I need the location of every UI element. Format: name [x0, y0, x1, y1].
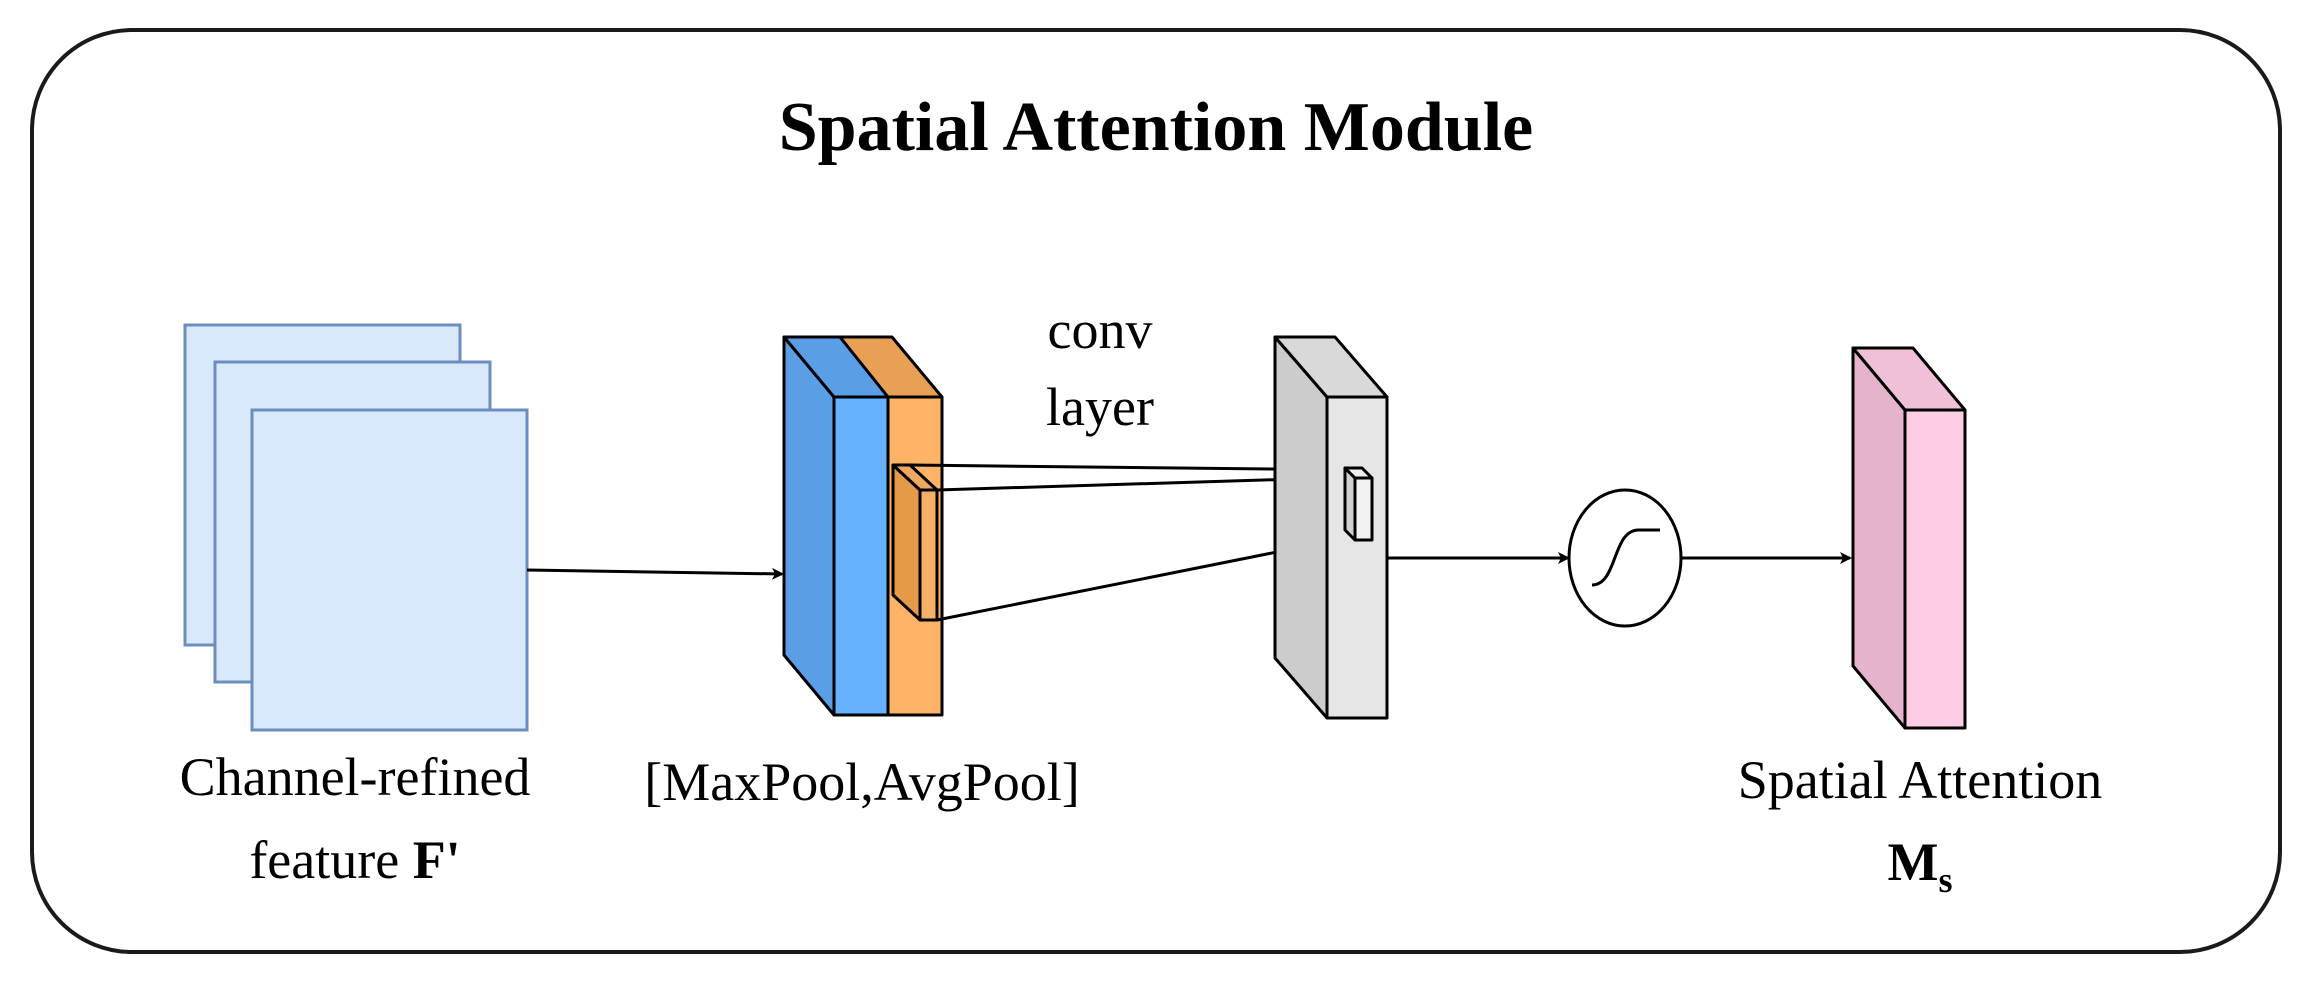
output-symbol: M [1888, 832, 1939, 892]
input-label-line1: Channel-refined [180, 747, 531, 807]
module-title: Spatial Attention Module [779, 89, 1534, 166]
maxpool-front-face [832, 395, 890, 717]
output-label-line1: Spatial Attention [1738, 750, 2102, 810]
output-label-line2: Ms [1888, 832, 1953, 900]
attention-front-face [1903, 408, 1967, 730]
conv-label-line2: layer [1046, 377, 1154, 437]
sigmoid-icon [1567, 488, 1683, 628]
kernel-front-face [918, 488, 939, 622]
input-label-prefix: feature [249, 830, 412, 890]
conv-label-line1: conv [1048, 300, 1153, 360]
arrow-input-to-pool [526, 567, 784, 580]
output-subscript: s [1938, 860, 1952, 900]
conv-output-map [1273, 335, 1389, 720]
attention-side-face [1851, 346, 1907, 730]
module-frame [30, 28, 2282, 954]
input-feature-stack [183, 323, 529, 732]
spatial-attention-map [1851, 346, 1967, 730]
feature-sheet-front [250, 408, 529, 732]
input-label-line2: feature F' [249, 830, 460, 890]
pool-label: [MaxPool,AvgPool] [644, 752, 1080, 812]
target-cell-front [1353, 476, 1374, 542]
conv-side-face [1273, 335, 1329, 720]
conv-front-face [1325, 395, 1389, 720]
maxpool-side-face [782, 335, 836, 717]
input-symbol: F' [413, 830, 461, 890]
pooled-feature-block [782, 335, 944, 717]
